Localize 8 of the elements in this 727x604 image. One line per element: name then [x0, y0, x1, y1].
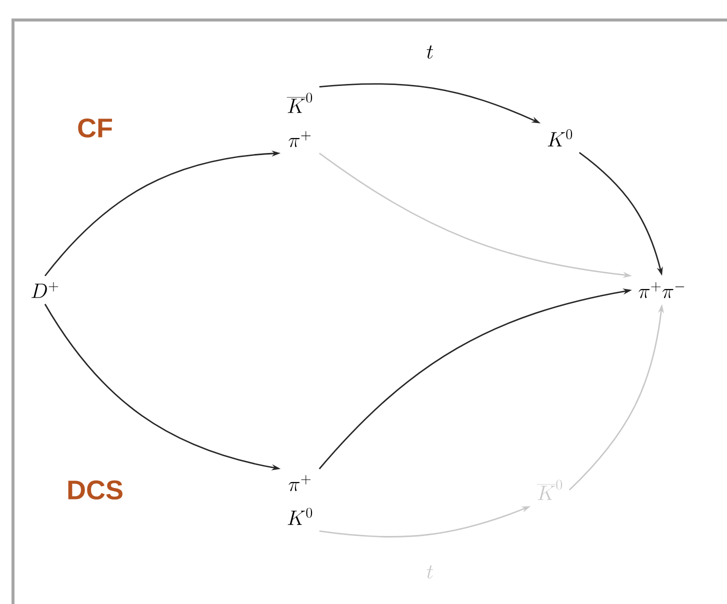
- particle-label: $\pi^+$ $K^0$: [288, 475, 312, 525]
- edge-label: t: [424, 44, 436, 60]
- decay-type-label: CF: [78, 118, 112, 138]
- particle-label: $K^0$: [548, 129, 572, 146]
- particle-label: $\pi^+\pi^-$: [638, 282, 684, 298]
- decay-type-label: DCS: [68, 480, 122, 500]
- particle-label: $D^+$: [32, 282, 58, 298]
- particle-label: $\overline{K}^0$ $\pi^+$: [286, 92, 312, 148]
